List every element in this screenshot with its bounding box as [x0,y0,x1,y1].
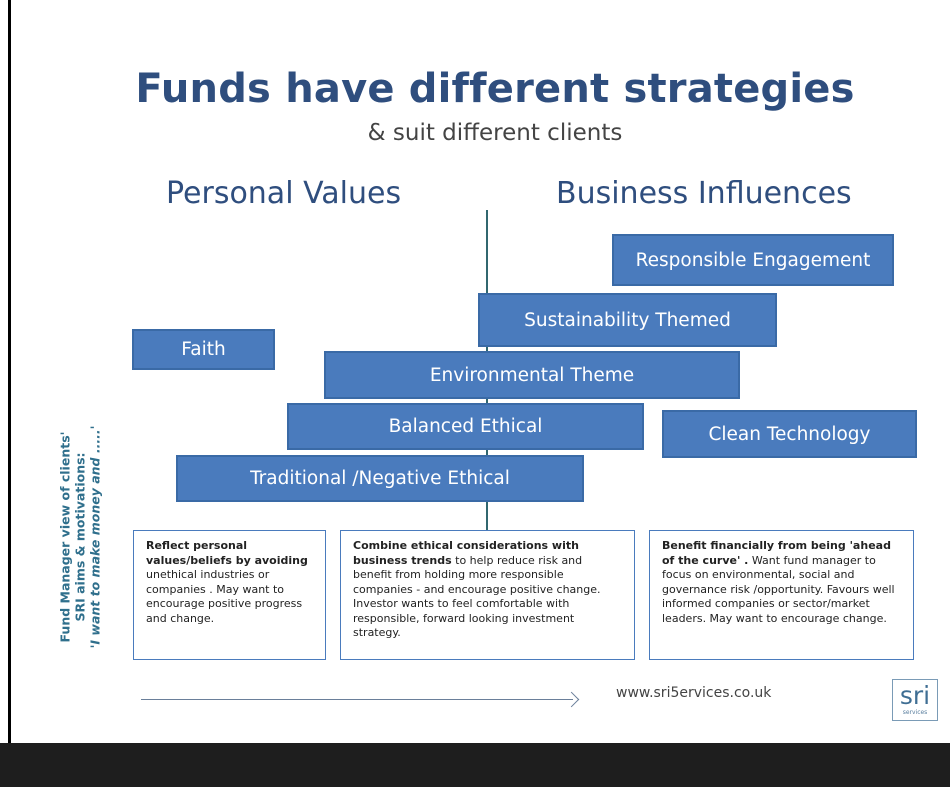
left-edge-rule [8,0,11,745]
traditional-negative-ethical-box: Traditional /Negative Ethical [176,455,584,502]
website-url: www.sri5ervices.co.uk [616,685,772,701]
balanced-ethical-box: Balanced Ethical [287,403,644,450]
sri-services-logo: sri services [892,679,938,721]
vertical-label: Fund Manager view of clients' SRI aims &… [58,426,103,649]
vertical-label-line1: Fund Manager view of clients' [57,431,73,643]
description-left-text: unethical industries or companies . May … [146,568,303,625]
description-left-bold: Reflect personal values/beliefs by avoid… [146,539,308,567]
clean-technology-box: Clean Technology [662,410,917,458]
vertical-label-area: Fund Manager view of clients' SRI aims &… [40,412,120,662]
logo-sub-text: services [902,709,928,716]
arrow-right-icon [563,691,580,708]
bottom-band [0,743,950,787]
personal-values-heading: Personal Values [166,176,402,211]
description-middle-bold: Combine ethical considerations with busi… [353,539,579,567]
progress-arrow-line [141,699,573,700]
description-right: Benefit financially from being 'ahead of… [649,530,914,660]
environmental-theme-box: Environmental Theme [324,351,740,399]
slide-subtitle: & suit different clients [367,120,623,146]
description-left: Reflect personal values/beliefs by avoid… [133,530,326,660]
slide-title: Funds have different strategies [135,66,855,112]
faith-box: Faith [132,329,275,370]
business-influences-heading: Business Influences [556,176,852,211]
logo-main-text: sri [899,681,931,710]
description-right-bold: Benefit financially from being 'ahead of… [662,539,891,567]
sustainability-themed-box: Sustainability Themed [478,293,777,347]
description-middle: Combine ethical considerations with busi… [340,530,635,660]
description-right-text: Want fund manager to focus on environmen… [662,553,895,625]
responsible-engagement-box: Responsible Engagement [612,234,894,286]
vertical-label-line3: 'I want to make money and .....' [87,425,103,649]
description-middle-text: to help reduce risk and benefit from hol… [353,553,601,640]
vertical-label-line2: SRI aims & motivations: [72,452,88,622]
